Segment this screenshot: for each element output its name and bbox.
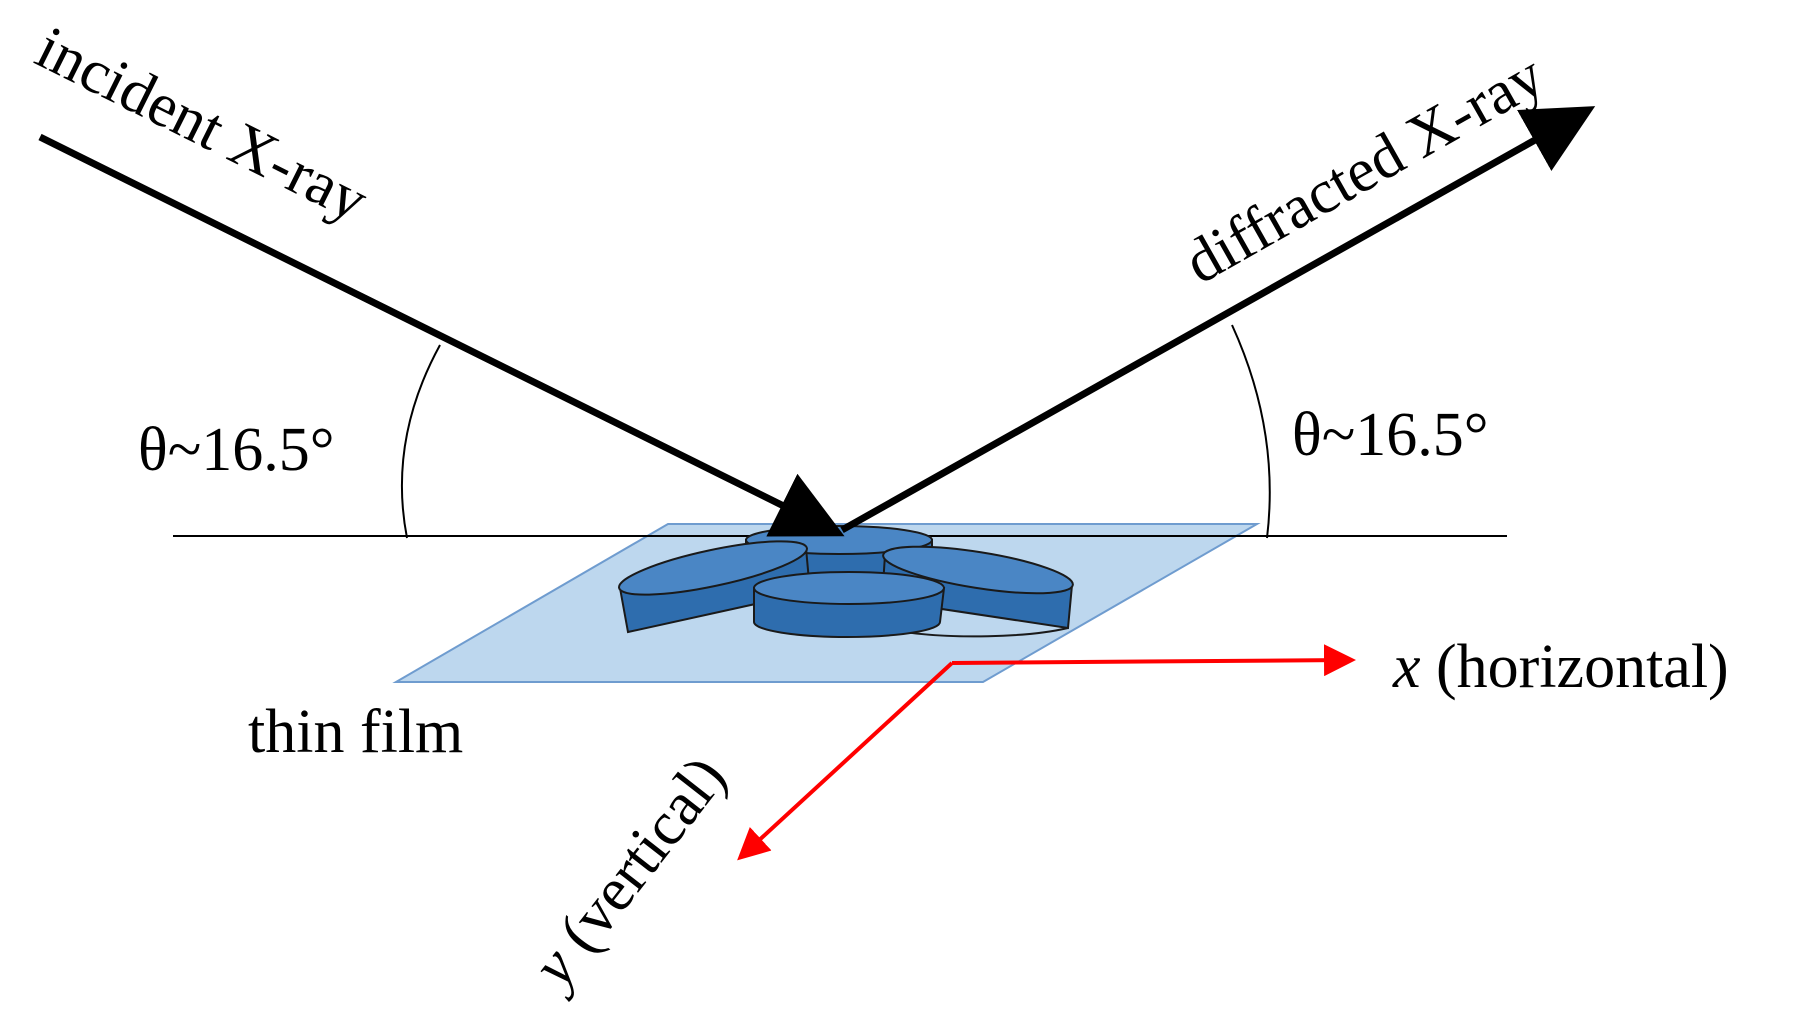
x-axis-var: x (1392, 633, 1421, 701)
y-axis-desc: (vertical) (536, 744, 739, 977)
x-axis-arrow (951, 644, 1356, 677)
y-axis-label: y (vertical) (516, 744, 740, 1004)
x-axis-label: x (horizontal) (1392, 633, 1729, 701)
x-axis-desc: (horizontal) (1421, 633, 1729, 701)
incident-beam-arrow (38, 133, 845, 537)
thin-film-label: thin film (248, 698, 463, 766)
y-axis-arrow (737, 661, 954, 861)
diffracted-label: diffracted X-ray (1173, 41, 1555, 297)
theta-arc-right (1231, 324, 1271, 539)
theta-left-label: θ~16.5° (138, 416, 335, 484)
crystal-platelets (618, 525, 1074, 638)
theta-right-label: θ~16.5° (1292, 401, 1489, 469)
theta-arc-left (400, 344, 441, 539)
incident-label: incident X-ray (26, 14, 378, 235)
diffracted-beam-arrow (840, 106, 1596, 534)
platelet-front (753, 571, 946, 638)
